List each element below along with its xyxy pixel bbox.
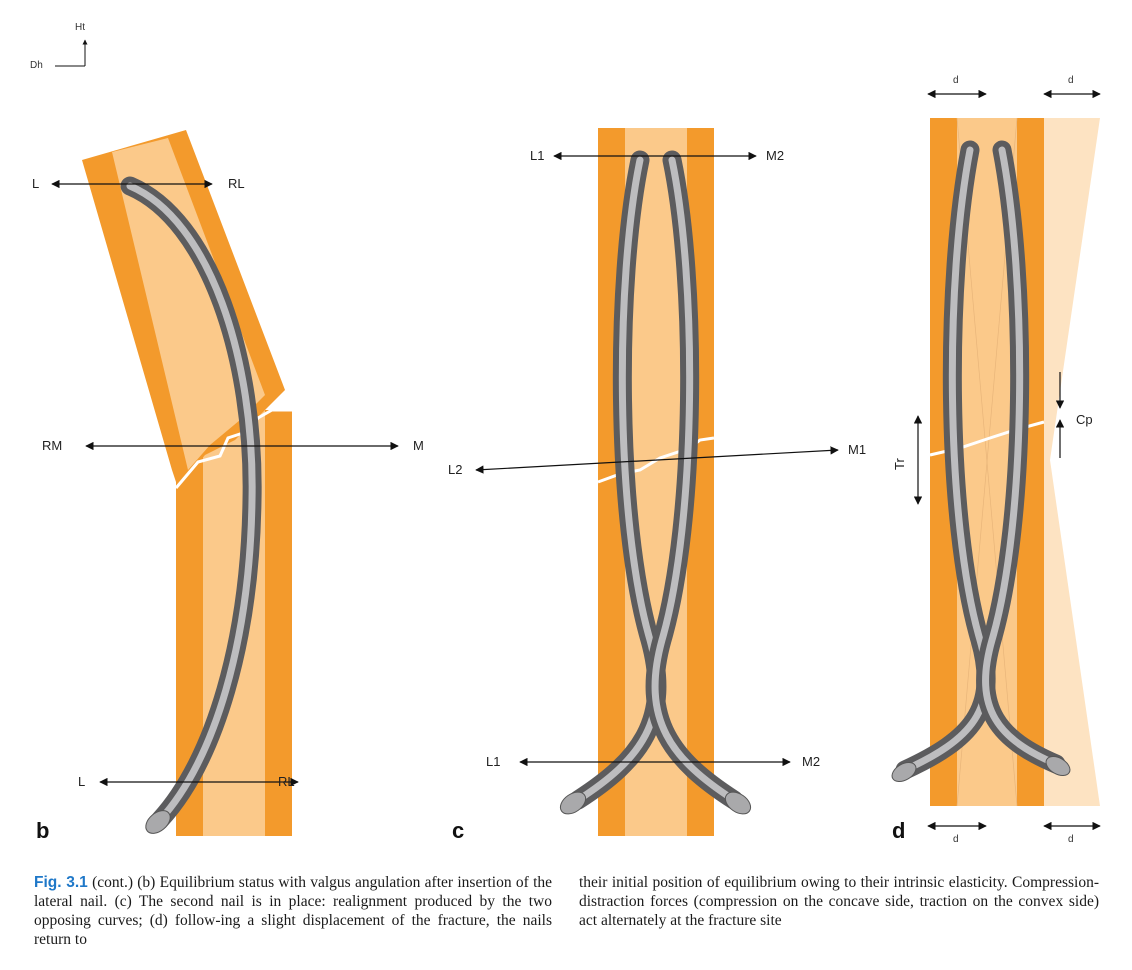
panel-b-label-mid-left: RM [42,438,62,453]
panel-c-letter: c [452,818,464,843]
panel-c-label-bottom-right: M2 [802,754,820,769]
panel-d-letter: d [892,818,905,843]
panel-c-label-mid-left: L2 [448,462,462,477]
panel-d-label-top-d-left: d [953,75,959,86]
panel-b: L RL RM M L RL b [32,130,424,843]
panel-d-label-top-d-right: d [1068,75,1074,86]
panel-c-label-top-left: L1 [530,148,544,163]
axis-key: Ht Dh [30,22,88,71]
panel-b-label-mid-right: M [413,438,424,453]
figure-number: Fig. 3.1 [34,874,88,891]
axis-key-dh-label: Dh [30,60,43,71]
panel-d-label-bottom-d-right: d [1068,834,1074,845]
panel-c: L1 M2 L2 M1 L1 M2 c [448,128,866,843]
figure-illustration: Ht Dh L RL RM M L RL b [30,22,1101,845]
panel-d-label-compression: Cp [1076,412,1093,427]
caption-left-text: (cont.) (b) Equilibrium status with valg… [34,874,553,948]
panel-c-label-bottom-left: L1 [486,754,500,769]
panel-b-letter: b [36,818,49,843]
caption-right-text: their initial position of equilibrium ow… [579,874,1099,929]
panel-b-upper-medulla [112,138,265,470]
panel-b-label-bottom-left: L [78,774,85,789]
panel-b-label-top-right: RL [228,176,245,191]
panel-d: d d d d Tr Cp d [891,75,1101,845]
panel-c-mid-force-arrow [475,446,839,474]
panel-c-label-top-right: M2 [766,148,784,163]
panel-d-label-traction: Tr [892,458,907,470]
panel-d-displacement-shadow [1044,118,1100,806]
panel-c-label-mid-right: M1 [848,442,866,457]
caption-left-column: Fig. 3.1 (cont.) (b) Equilibrium status … [34,873,552,949]
caption-right-column: their initial position of equilibrium ow… [579,873,1099,930]
panel-b-fracture-line [174,408,292,489]
panel-b-label-bottom-right: RL [278,774,295,789]
panel-b-label-top-left: L [32,176,39,191]
panel-d-label-bottom-d-left: d [953,834,959,845]
axis-key-ht-label: Ht [75,22,85,33]
